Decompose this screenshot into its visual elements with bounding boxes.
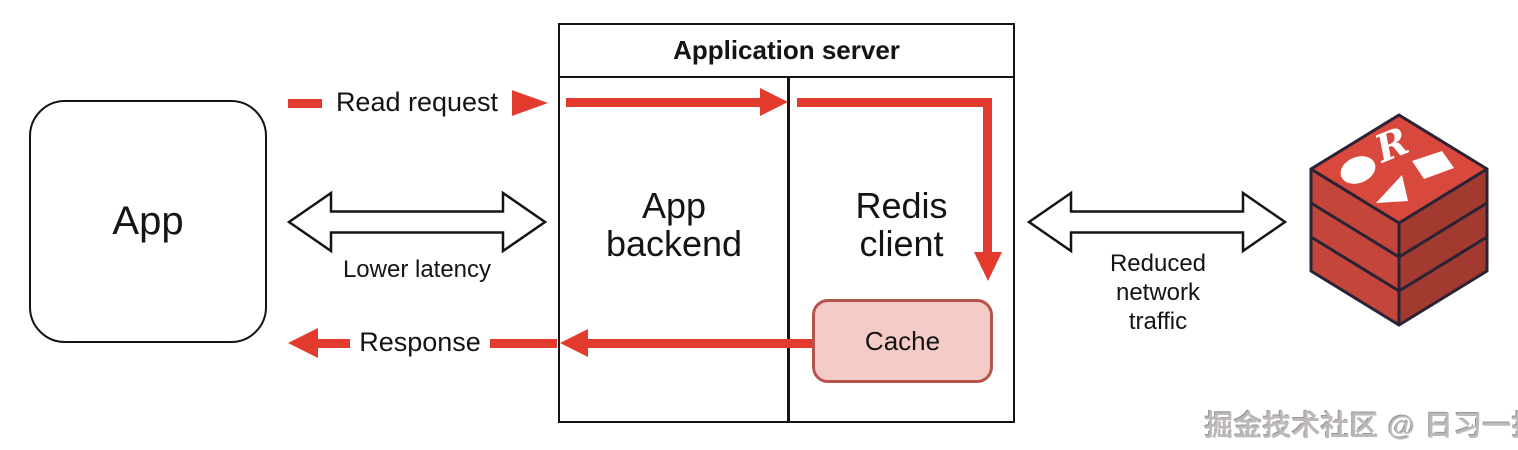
response-arrow-line-right bbox=[487, 339, 557, 348]
redis-client-elbow-horizontal bbox=[797, 98, 992, 107]
read-request-arrow-dash bbox=[288, 99, 326, 108]
backend-request-arrowhead-icon bbox=[760, 88, 788, 116]
watermark-text: 掘金技术社区 @ 日习一技 bbox=[1205, 410, 1518, 441]
cache-response-arrowhead-icon bbox=[560, 329, 588, 357]
read-request-arrowhead-icon bbox=[509, 89, 548, 117]
lower-latency-double-arrow-icon bbox=[286, 190, 548, 254]
column-divider bbox=[787, 77, 790, 423]
app-node-label: App bbox=[112, 199, 184, 243]
cache-box: Cache bbox=[812, 299, 993, 383]
reduced-traffic-label: Reduced network traffic bbox=[1109, 250, 1207, 335]
cache-label: Cache bbox=[864, 325, 941, 356]
redis-client-label: Redis client bbox=[855, 185, 948, 264]
redis-client-elbow-vertical bbox=[983, 98, 992, 253]
application-server-title: Application server bbox=[560, 25, 1013, 78]
reduced-traffic-double-arrow-icon bbox=[1026, 190, 1288, 254]
lower-latency-label: Lower latency bbox=[342, 256, 492, 283]
response-arrowhead-icon bbox=[288, 328, 318, 358]
response-arrow-line-left bbox=[318, 339, 354, 348]
response-label: Response bbox=[350, 327, 490, 358]
redis-database-icon: R bbox=[1309, 113, 1489, 327]
cache-down-arrowhead-icon bbox=[974, 252, 1002, 281]
cache-response-line bbox=[588, 339, 812, 348]
app-backend-label: App backend bbox=[605, 185, 743, 264]
app-node: App bbox=[29, 100, 267, 343]
backend-request-line bbox=[566, 98, 762, 107]
read-request-label: Read request bbox=[322, 87, 512, 118]
